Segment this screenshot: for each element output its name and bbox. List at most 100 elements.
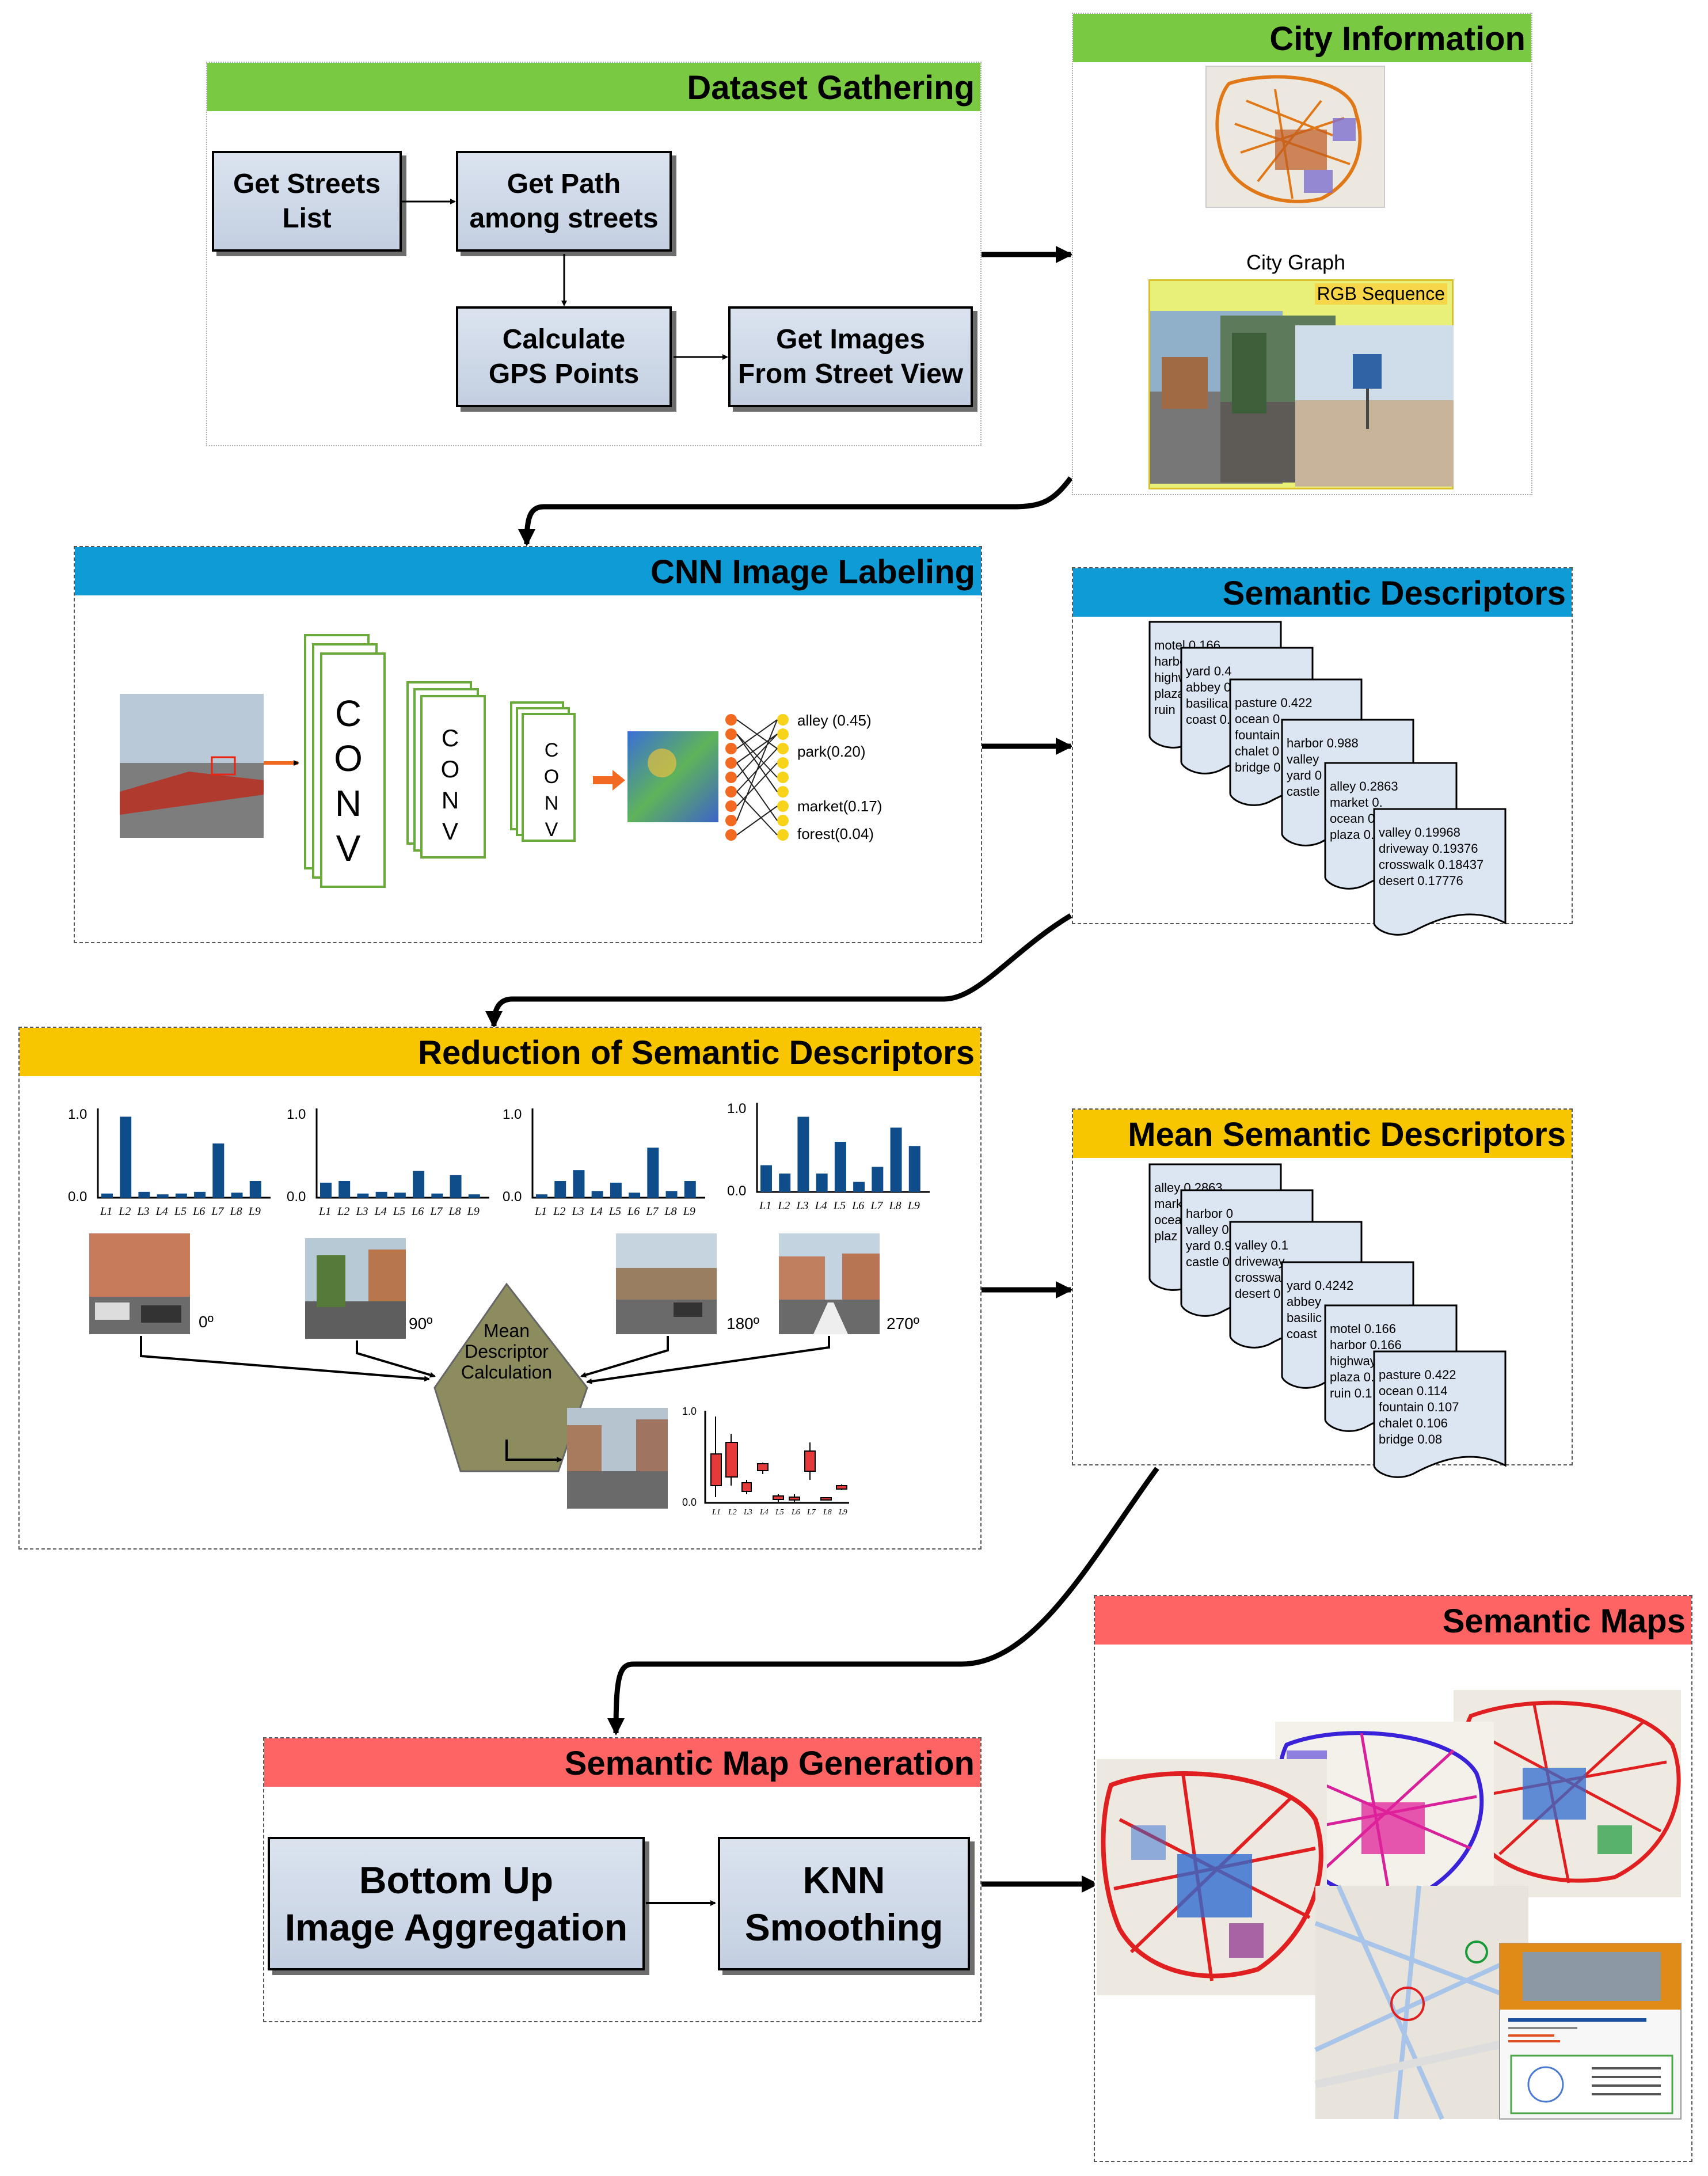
calculate-gps-box: Calculate GPS Points [456,306,672,407]
semantic-doc-3-line-2: ocean 0. [1235,712,1283,726]
street-image-270 [779,1233,880,1334]
arrow-city-to-cnn [518,476,1073,546]
angle-270: 270º [887,1315,919,1332]
bar-chart-3-xtick-7: L7 [645,1205,659,1218]
mean-doc-4-line-4: coast [1287,1327,1317,1341]
bar-chart-1-bar-1 [101,1193,113,1198]
bar-chart-4-xtick-5: L5 [833,1199,846,1212]
angle-90: 90º [409,1315,433,1332]
bar-chart-3-xtick-2: L2 [553,1205,565,1218]
mean-doc-1-line-2: mark [1154,1197,1183,1211]
bar-chart-4-bar-2 [779,1174,791,1192]
cnn-heatmap-and-fc [593,714,789,841]
arrow-mean-to-mapgen [607,1467,1159,1736]
street-image-0 [89,1233,190,1334]
boxplot-y-top: 1.0 [682,1406,697,1417]
bar-chart-2-xtick-4: L4 [374,1205,387,1218]
bar-chart-3-bar-2 [554,1181,566,1198]
bar-chart-2-ytick-bottom: 0.0 [287,1189,306,1205]
semantic-doc-3-line-1: pasture 0.422 [1235,696,1313,710]
bar-chart-4-bar-9 [908,1146,920,1192]
bar-chart-2-bar-4 [375,1191,387,1198]
bar-chart-1-xtick-5: L5 [174,1205,187,1218]
cnn-input-image [120,694,264,838]
semantic-doc-5-line-2: market 0. [1330,795,1383,810]
bar-chart-3-xtick-8: L8 [664,1205,677,1218]
bar-chart-1-bar-2 [120,1117,132,1198]
city-information-title: City Information [1073,14,1531,62]
mean-descriptor-label: Mean Descriptor Calculation [461,1320,553,1383]
semantic-doc-4-line-3: yard 0 [1287,768,1322,783]
city-graph-caption: City Graph [1246,250,1346,274]
bar-chart-4-ytick-bottom: 0.0 [727,1183,746,1199]
mean-doc-1-line-4: plaz [1154,1229,1177,1243]
bottom-up-aggregation-box: Bottom Up Image Aggregation [268,1837,645,1970]
bar-chart-2-xtick-8: L8 [448,1205,461,1218]
mean-doc-5-line-5: ruin 0.1 [1330,1386,1372,1400]
mean-doc-6-line-1: pasture 0.422 [1379,1368,1456,1382]
mean-doc-6-line-4: chalet 0.106 [1379,1416,1448,1430]
bar-chart-4-bar-3 [797,1117,809,1192]
mean-doc-5-line-2: harbor 0.166 [1330,1338,1402,1352]
mean-doc-2-line-4: castle 0 [1186,1255,1230,1269]
bar-chart-2-xtick-9: L9 [467,1205,480,1218]
mean-doc-2-line-2: valley 0 [1186,1222,1229,1237]
rgb-image-3 [1295,325,1454,487]
bar-chart-4-bar-8 [890,1127,902,1192]
bar-chart-2-xtick-7: L7 [429,1205,443,1218]
mean-doc-1-line-3: ocea [1154,1213,1182,1227]
bar-chart-1-bar-4 [157,1194,169,1198]
cnn-output-market: market(0.17) [797,798,882,815]
bar-chart-1-xtick-7: L7 [211,1205,224,1218]
bar-chart-3-xtick-1: L1 [534,1205,547,1218]
bar-chart-4-xtick-8: L8 [889,1199,901,1212]
mean-doc-3-line-4: desert 0. [1235,1286,1284,1301]
mean-doc-4-line-3: basilic [1287,1311,1322,1325]
cnn-output-alley: alley (0.45) [797,712,872,729]
semantic-maps-title: Semantic Maps [1095,1596,1691,1645]
street-image-90 [305,1238,406,1339]
boxplot-label-1: L1 [712,1508,721,1517]
mean-doc-4-line-1: yard 0.4242 [1287,1278,1353,1293]
semantic-doc-1-line-5: ruin [1154,702,1176,717]
boxplot-label-3: L3 [743,1508,752,1517]
bar-chart-2-xtick-1: L1 [318,1205,331,1218]
bar-chart-2-bar-6 [413,1171,425,1198]
bar-chart-4-bar-7 [872,1167,884,1192]
conv-label-2: CONV [440,724,460,845]
boxplot-label-7: L7 [807,1508,816,1517]
boxplot-y-bottom: 0.0 [682,1497,697,1508]
bar-chart-4-bar-4 [816,1174,828,1192]
bar-chart-2-bar-9 [468,1194,480,1198]
boxplot-label-9: L9 [838,1508,847,1517]
bar-chart-4-xtick-4: L4 [815,1199,827,1212]
mean-street-image [567,1408,668,1509]
bar-chart-1-bar-5 [175,1193,187,1198]
bar-chart-4-bar-6 [853,1182,865,1192]
bar-chart-1-xtick-1: L1 [100,1205,112,1218]
mean-doc-2-line-1: harbor 0 [1186,1206,1233,1221]
bar-chart-4-xtick-6: L6 [851,1199,864,1212]
bar-chart-4-xtick-1: L1 [759,1199,771,1212]
semantic-doc-3-line-3: fountain [1235,728,1280,742]
mean-descriptors-title: Mean Semantic Descriptors [1073,1110,1572,1158]
bar-chart-2-bar-1 [320,1182,332,1198]
bar-chart-1-bar-9 [249,1181,261,1198]
boxplot-label-4: L4 [759,1508,769,1517]
bar-chart-2-xtick-6: L6 [411,1205,424,1218]
mean-doc-2-line-3: yard 0.9 [1186,1239,1232,1253]
boxplot-chart: 1.0 0.0 L1 L2 L3 L4 L5 L6 L7 L8 L9 [682,1406,849,1517]
semantic-doc-2-line-3: basilica [1186,696,1228,711]
mean-calculation-flow [140,1282,830,1472]
bar-chart-3-bar-4 [591,1191,603,1198]
bar-chart-2-bar-3 [357,1193,369,1198]
semantic-doc-4-line-4: castle [1287,784,1319,799]
knn-smoothing-box: KNN Smoothing [718,1837,970,1970]
bar-chart-2-xtick-3: L3 [355,1205,368,1218]
